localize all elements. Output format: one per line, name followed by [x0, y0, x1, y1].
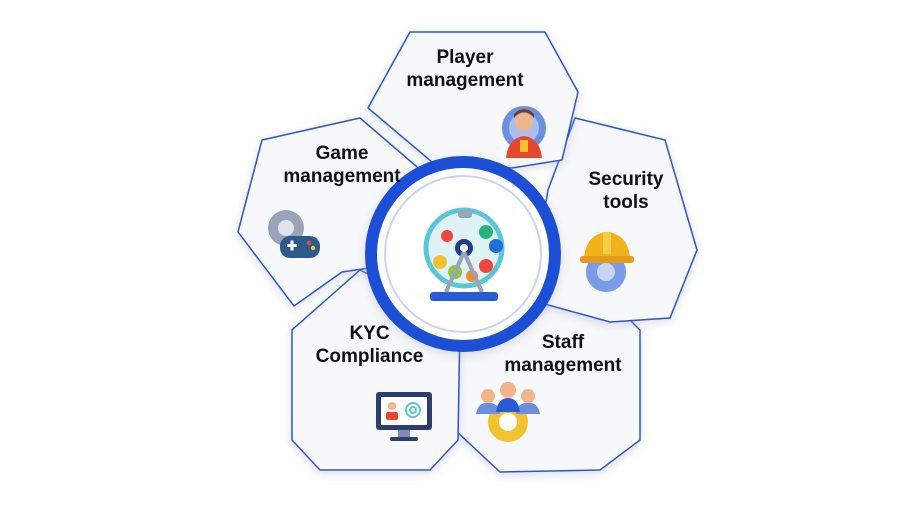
label-game-management: Game management [283, 143, 401, 187]
hardhat-gear-icon [580, 232, 634, 292]
monitor-fingerprint-icon [376, 392, 432, 441]
lottery-wheel-icon [423, 207, 505, 301]
player-gear-icon [502, 106, 546, 158]
team-gear-icon [476, 382, 540, 442]
gamepad-gear-icon [268, 210, 320, 258]
label-player-management: Player management [406, 47, 524, 91]
label-kyc-compliance: KYC Compliance [315, 323, 424, 367]
label-security-tools: Security tools [588, 169, 664, 213]
label-staff-management: Staff management [504, 332, 622, 376]
